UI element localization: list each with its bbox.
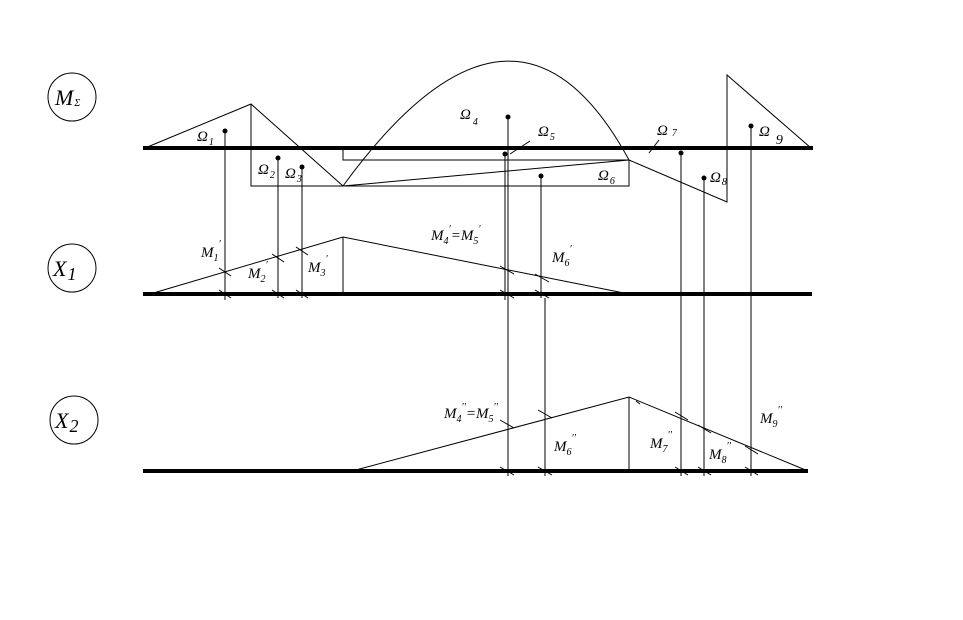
m-sigma-diagonal [342, 159, 630, 187]
x2-ordinate-7: M7′′ [649, 430, 673, 455]
tick [697, 424, 712, 434]
projection-lines [224, 117, 752, 476]
tick [271, 289, 285, 299]
m-sigma-triangle-1 [144, 103, 344, 187]
tick [295, 246, 309, 256]
m-sigma-rect-left [250, 104, 343, 187]
tick [537, 466, 553, 476]
area-label-1: Ω1 [197, 129, 214, 148]
svg-text:X2: X2 [54, 408, 78, 436]
tick [635, 400, 641, 405]
area-label-8: Ω8 [710, 170, 727, 188]
circle-label-x1: X1 [47, 243, 97, 293]
tick-marks [218, 246, 759, 476]
x1-ordinate-1: M1′ [200, 239, 222, 264]
m-sigma-right-part [628, 73, 812, 203]
svg-text:X1: X1 [52, 256, 76, 284]
label-letter: X [52, 256, 68, 281]
centroid-dot-9 [748, 123, 754, 129]
x1-ordinate-3: M3′ [307, 254, 329, 279]
tick [534, 289, 550, 299]
omega7-leader [648, 139, 660, 154]
omega5-leader [509, 140, 531, 155]
x1-ordinate-labels: M1′ M2′ M3′ M4′=M5′ M6′ [200, 224, 573, 285]
x2-ordinate-4-5: M4′′=M5′′ [443, 402, 499, 425]
m-sigma-diagram [144, 60, 812, 203]
centroid-dot-3 [299, 164, 305, 170]
svg-text:MΣ: MΣ [54, 85, 80, 110]
tick [499, 289, 515, 299]
x1-ordinate-6: M6′ [551, 244, 573, 269]
x1-ordinate-4-5: M4′=M5′ [430, 224, 481, 247]
tick [674, 466, 689, 476]
label-circle [47, 72, 97, 122]
label-letter: X [54, 408, 70, 433]
centroid-dot-8 [701, 175, 707, 181]
tick [499, 419, 515, 429]
centroid-dot-1 [222, 128, 228, 134]
m-sigma-parabola [342, 60, 630, 187]
tick [534, 273, 550, 283]
x1-ordinate-2: M2′ [247, 260, 269, 285]
tick [697, 466, 712, 476]
x2-diagram [351, 396, 809, 472]
tick [271, 253, 285, 263]
area-label-5: Ω5 [538, 124, 555, 143]
x1-diagram [149, 236, 630, 295]
x2-ordinate-labels: M4′′=M5′′ M6′′ M7′′ M8′′ M9′′ [443, 402, 783, 466]
x2-ordinate-8: M8′′ [708, 441, 732, 466]
area-label-3: Ω3 [285, 166, 302, 185]
tick [218, 267, 232, 277]
centroid-dots [222, 114, 754, 181]
circle-label-m-sigma: MΣ [47, 72, 97, 122]
area-label-9: Ω9 [759, 124, 783, 148]
x2-ordinate-6: M6′′ [553, 433, 577, 458]
label-circle [47, 243, 97, 293]
tick [674, 411, 689, 421]
area-label-6: Ω6 [598, 168, 615, 187]
x2-triangle [351, 396, 809, 472]
tick [499, 466, 515, 476]
m-sigma-rect-mid [342, 148, 630, 187]
area-label-2: Ω2 [258, 162, 275, 181]
tick [744, 466, 759, 476]
base-lines [143, 146, 813, 473]
tick [295, 289, 309, 299]
centroid-dot-2 [275, 155, 281, 161]
x2-ordinate-9: M9′′ [759, 405, 783, 430]
label-letter: M [54, 85, 75, 110]
tick [744, 445, 759, 455]
tick [537, 409, 553, 419]
centroid-dot-6 [538, 173, 544, 179]
tick [218, 289, 232, 299]
label-circle [49, 395, 99, 445]
centroid-dot-7 [678, 150, 684, 156]
centroid-dot-4 [505, 114, 511, 120]
circle-label-x2: X2 [49, 395, 99, 445]
tick [499, 265, 515, 275]
centroid-dot-5 [502, 151, 508, 157]
